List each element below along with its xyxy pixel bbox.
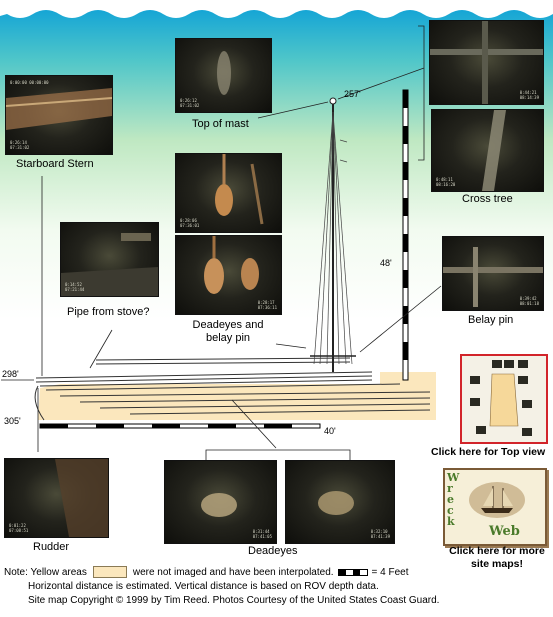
top-view-thumbnail[interactable] xyxy=(460,354,548,444)
scale-bar-icon xyxy=(337,568,368,576)
scale-text: = 4 Feet xyxy=(371,567,409,578)
photo-starboard-stern: 0:00:00 00:00:00 0:26:14 07:31:02 xyxy=(5,75,113,155)
height-scale-bar xyxy=(402,89,409,381)
length-scale-bar xyxy=(39,423,321,429)
photo-pipe-from-stove: 0:14:52 07:21:44 xyxy=(60,222,159,297)
note-suffix: were not imaged and have been interpolat… xyxy=(132,567,334,578)
logo-web: Web xyxy=(489,524,520,539)
label-starboard-stern: Starboard Stern xyxy=(16,158,94,170)
footer-note: Note: Yellow areas were not imaged and ha… xyxy=(4,566,409,579)
photo-deadeyes-right: 0:32:10 07:41:39 xyxy=(285,460,395,544)
photo-deadeyes-and-belay-upper: 0:28:06 07:36:01 xyxy=(175,153,282,233)
label-deadeyes-and-belay-pin: Deadeyes and belay pin xyxy=(178,319,278,345)
label-deadeyes: Deadeyes xyxy=(248,545,298,557)
photo-cross-tree-upper: 0:44:21 08:14:39 xyxy=(429,20,544,105)
ship-icon xyxy=(469,482,525,518)
more-maps-line2: site maps! xyxy=(471,558,523,570)
deck-line xyxy=(35,371,373,379)
interpolated-swatch xyxy=(92,566,127,579)
top-view-link[interactable]: Click here for Top view xyxy=(431,446,546,458)
label-pipe-from-stove: Pipe from stove? xyxy=(67,306,150,318)
water-surface xyxy=(0,0,553,18)
wreckweb-logo[interactable]: Wreck Web xyxy=(443,468,547,546)
depth-298: 298' xyxy=(2,369,19,379)
photo-deadeyes-left: 0:31:44 07:41:05 xyxy=(164,460,277,544)
label-top-of-mast: Top of mast xyxy=(192,118,249,130)
footer-copyright: Site map Copyright © 1999 by Tim Reed. P… xyxy=(28,595,440,606)
note-prefix: Note: Yellow areas xyxy=(4,567,87,578)
logo-wreck: Wreck xyxy=(447,471,460,528)
photo-deadeyes-and-belay-lower: 0:28:17 07:36:11 xyxy=(175,235,282,315)
label-cross-tree: Cross tree xyxy=(462,193,513,205)
photo-rudder: 0:01:22 07:08:51 xyxy=(4,458,109,538)
length-40: 40' xyxy=(324,426,336,436)
photo-top-of-mast: 0:26:12 07:31:02 xyxy=(175,38,272,113)
depth-257: 257' xyxy=(344,89,361,99)
height-48: 48' xyxy=(380,258,392,268)
photo-belay-pin: 0:39:42 08:01:18 xyxy=(442,236,544,311)
label-belay-pin: Belay pin xyxy=(468,314,514,326)
depth-305: 305' xyxy=(4,416,21,426)
footer-distance-note: Horizontal distance is estimated. Vertic… xyxy=(28,581,379,592)
label-deadeyes-and-belay-line1: Deadeyes and xyxy=(192,319,264,331)
more-maps-line1: Click here for more xyxy=(449,545,545,557)
more-site-maps-link[interactable]: Click here for more site maps! xyxy=(441,545,553,571)
label-deadeyes-and-belay-line2: belay pin xyxy=(205,332,251,344)
label-rudder: Rudder xyxy=(33,541,70,553)
photo-cross-tree-lower: 0:48:11 08:16:20 xyxy=(431,109,544,192)
